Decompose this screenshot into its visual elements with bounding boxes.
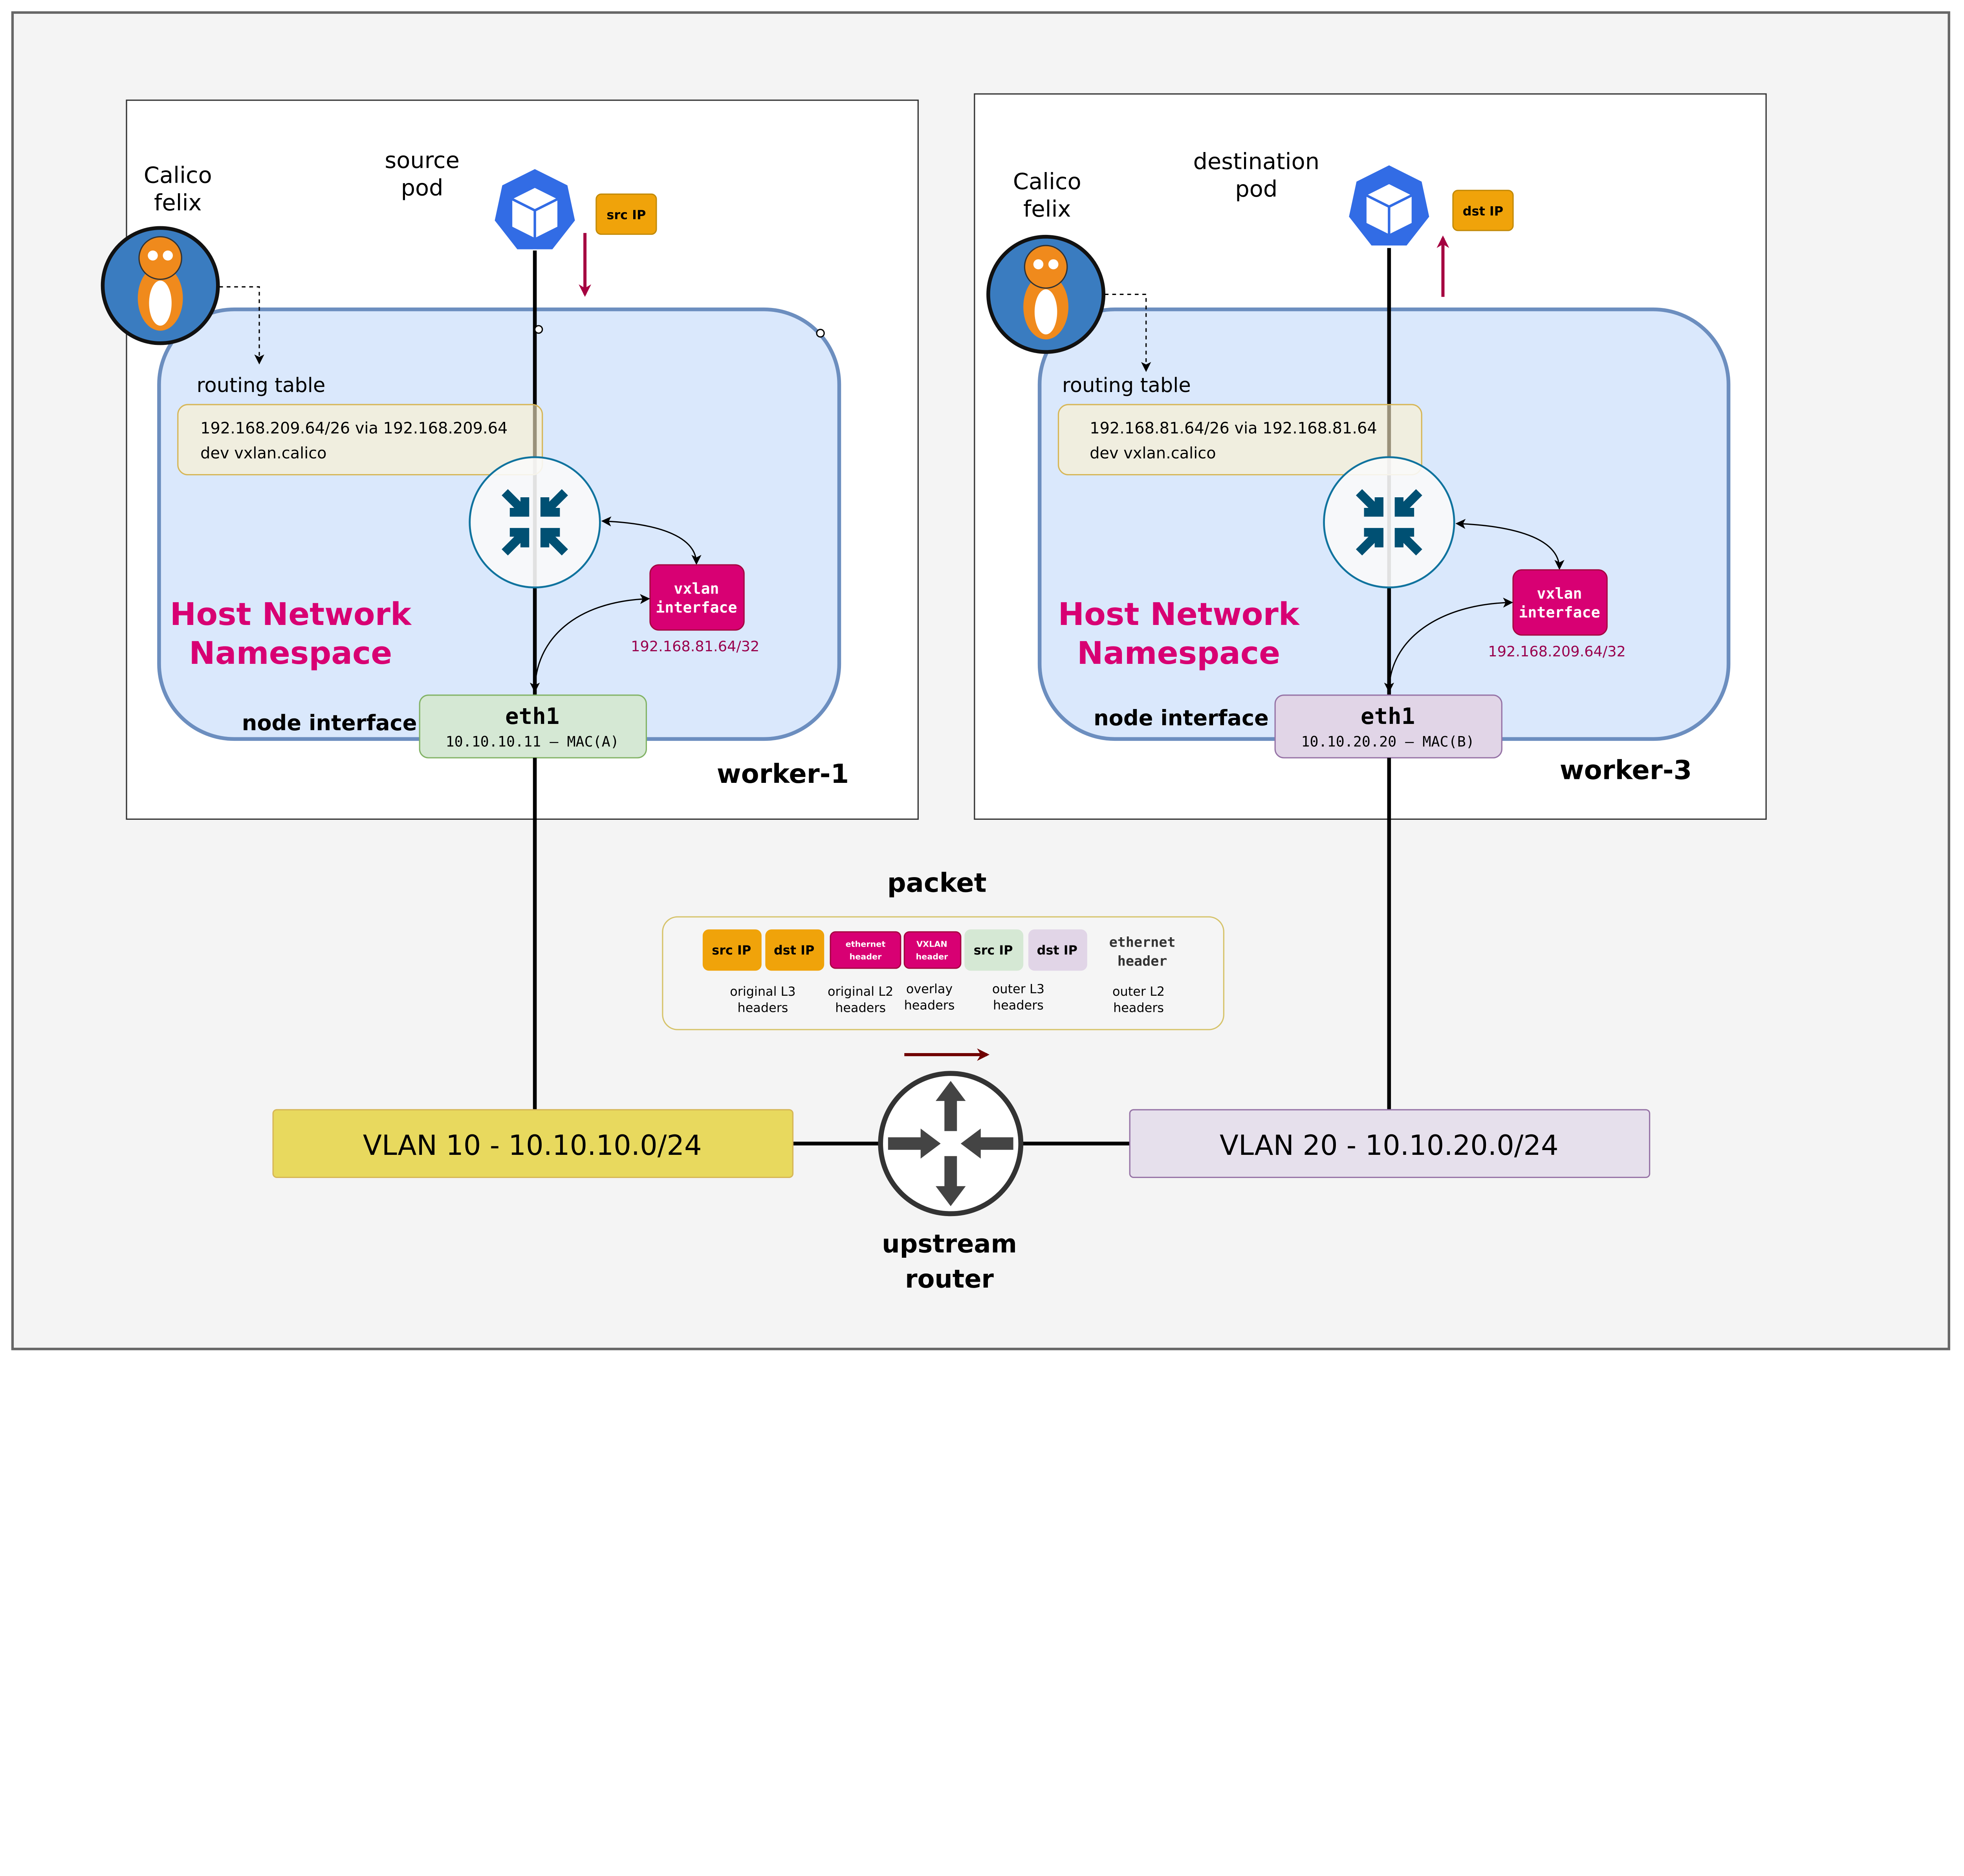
vxlan-interface-3[interactable] bbox=[1512, 569, 1608, 636]
vxlan-eth-arrow bbox=[529, 594, 650, 693]
routing-table-label: routing table bbox=[1062, 374, 1191, 397]
felix-label-line2: felix bbox=[154, 190, 202, 216]
group-label: headers bbox=[1113, 1000, 1164, 1015]
felix-to-routing-dashed-arrow bbox=[219, 286, 264, 365]
worker-3-node: Calico felix destination pod dst IP rout… bbox=[974, 93, 1767, 820]
vlan20-label: VLAN 20 - 10.10.20.0/24 bbox=[1220, 1129, 1559, 1162]
router-vxlan-arrow bbox=[1455, 519, 1565, 570]
chip-outer-src-ip bbox=[964, 929, 1024, 971]
eth1-detail: 10.10.10.11 – MAC(A) bbox=[446, 733, 619, 750]
group-label: outer L2 bbox=[1112, 984, 1165, 999]
router-label-line1: upstream bbox=[882, 1230, 1017, 1259]
chip-label: ethernet bbox=[846, 940, 886, 949]
kubernetes-pod-icon[interactable] bbox=[495, 169, 575, 249]
group-label: outer L3 bbox=[992, 982, 1044, 997]
route-line-2: dev vxlan.calico bbox=[200, 444, 326, 462]
group-label: overlay bbox=[906, 982, 953, 997]
namespace-label-1: Host Network bbox=[1058, 596, 1300, 632]
vxlan-label-1: vxlan bbox=[1537, 585, 1582, 603]
pod-label-line1: destination bbox=[1193, 148, 1319, 174]
felix-label-line2: felix bbox=[1023, 196, 1071, 222]
group-label: headers bbox=[738, 1000, 788, 1015]
namespace-label-1: Host Network bbox=[170, 596, 412, 632]
vxlan-interface-1[interactable] bbox=[649, 564, 745, 631]
chip-label: ethernet bbox=[1109, 934, 1176, 951]
chip-orig-src-ip bbox=[702, 929, 762, 971]
eth1-detail: 10.10.20.20 – MAC(B) bbox=[1301, 733, 1474, 750]
chip-label: dst IP bbox=[1037, 943, 1077, 958]
chip-label: header bbox=[1118, 953, 1167, 969]
eth1-name: eth1 bbox=[1361, 703, 1415, 729]
vlan10-label: VLAN 10 - 10.10.10.0/24 bbox=[363, 1129, 702, 1162]
group-label: headers bbox=[993, 998, 1044, 1013]
route-line-1: 192.168.209.64/26 via 192.168.209.64 bbox=[200, 419, 507, 437]
pod-label-line2: pod bbox=[1235, 176, 1277, 202]
node-interface-label: node interface bbox=[1094, 705, 1269, 730]
chip-label: src IP bbox=[712, 943, 751, 958]
src-ip-badge-label: src IP bbox=[606, 207, 646, 222]
felix-label-line1: Calico bbox=[144, 162, 212, 189]
calico-cat-icon bbox=[101, 226, 220, 345]
group-label: headers bbox=[904, 998, 955, 1013]
namespace-label-2: Namespace bbox=[189, 635, 392, 671]
worker-1-label: worker-1 bbox=[717, 758, 849, 789]
group-label: headers bbox=[835, 1000, 886, 1015]
packet-title: packet bbox=[887, 867, 987, 898]
worker-1-node: Calico felix source pod src IP routing t… bbox=[101, 99, 919, 820]
route-line-2: dev vxlan.calico bbox=[1090, 444, 1216, 462]
dst-ip-badge bbox=[1452, 190, 1514, 231]
router-label-line2: router bbox=[905, 1265, 994, 1294]
felix-to-routing-dashed-arrow bbox=[1105, 293, 1151, 372]
vlan20-box[interactable] bbox=[1129, 1109, 1651, 1178]
diagram-canvas: Calico felix source pod src IP routing t… bbox=[11, 11, 1950, 1350]
router-icon bbox=[469, 456, 601, 588]
vxlan-ip: 192.168.81.64/32 bbox=[631, 638, 759, 655]
group-label: original L2 bbox=[828, 984, 893, 999]
packet-legend: packet src IP dst IP ethernet header VXL… bbox=[662, 867, 1225, 1030]
vlan10-box[interactable] bbox=[272, 1109, 794, 1178]
worker-3-label: worker-3 bbox=[1560, 755, 1692, 785]
felix-label-line1: Calico bbox=[1013, 169, 1081, 195]
vxlan-ip: 192.168.209.64/32 bbox=[1488, 643, 1625, 660]
connection-point bbox=[534, 325, 543, 334]
router-icon bbox=[1323, 456, 1455, 588]
vxlan-label-2: interface bbox=[656, 599, 737, 616]
eth1-name: eth1 bbox=[505, 703, 559, 729]
group-label: original L3 bbox=[730, 984, 795, 999]
upstream-router-icon[interactable] bbox=[878, 1071, 1024, 1216]
chip-label: header bbox=[916, 952, 948, 962]
chip-label: src IP bbox=[974, 943, 1013, 958]
chip-orig-ethernet bbox=[830, 931, 901, 969]
routing-table-label: routing table bbox=[197, 374, 326, 397]
calico-cat-icon bbox=[986, 234, 1106, 354]
namespace-label-2: Namespace bbox=[1077, 635, 1280, 671]
routing-table-box bbox=[1057, 404, 1422, 476]
node-interface-label: node interface bbox=[242, 711, 417, 735]
dst-ip-badge-label: dst IP bbox=[1463, 203, 1503, 218]
pod-label-line1: source bbox=[385, 147, 460, 173]
route-line-1: 192.168.81.64/26 via 192.168.81.64 bbox=[1090, 419, 1377, 437]
connection-point bbox=[816, 329, 825, 338]
kubernetes-pod-icon[interactable] bbox=[1349, 165, 1429, 245]
chip-outer-dst-ip bbox=[1028, 929, 1087, 971]
src-ip-badge bbox=[595, 193, 657, 235]
vxlan-label-2: interface bbox=[1519, 604, 1600, 621]
chip-label: header bbox=[849, 952, 882, 962]
routing-table-box bbox=[177, 404, 543, 476]
chip-label: VXLAN bbox=[916, 940, 947, 949]
chip-orig-dst-ip bbox=[765, 929, 824, 971]
vxlan-eth-arrow bbox=[1384, 597, 1513, 693]
chip-vxlan bbox=[903, 931, 962, 969]
chip-label: dst IP bbox=[774, 943, 814, 958]
vxlan-label-1: vxlan bbox=[674, 580, 719, 597]
router-vxlan-arrow bbox=[601, 516, 702, 565]
pod-label-line2: pod bbox=[401, 174, 443, 201]
